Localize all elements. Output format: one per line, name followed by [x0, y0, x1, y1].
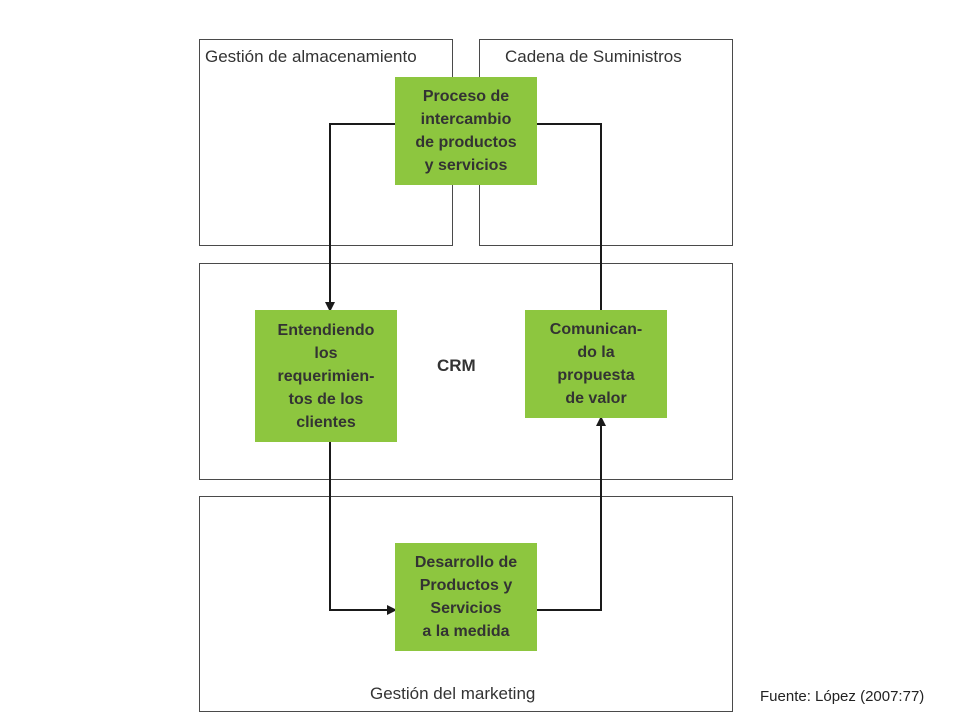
understanding-requirements-box: Entendiendo los requerimien- tos de los … — [255, 310, 397, 442]
crm-region-label: CRM — [437, 356, 476, 375]
arrow-exchange-to-requirements — [325, 123, 395, 312]
custom-development-box: Desarrollo de Productos y Servicios a la… — [395, 543, 537, 651]
warehouse-region-label: Gestión de almacenamiento — [205, 47, 417, 66]
arrow-development-to-value — [537, 416, 606, 611]
supply-chain-region-label: Cadena de Suministros — [505, 47, 682, 66]
arrow-value-to-exchange — [525, 119, 602, 310]
marketing-region-label: Gestión del marketing — [370, 684, 536, 703]
source-note: Fuente: López (2007:77) — [760, 688, 925, 705]
exchange-process-box: Proceso de intercambio de productos y se… — [395, 77, 537, 185]
arrow-requirements-to-development — [329, 442, 397, 615]
value-proposition-box: Comunican- do la propuesta de valor — [525, 310, 667, 418]
